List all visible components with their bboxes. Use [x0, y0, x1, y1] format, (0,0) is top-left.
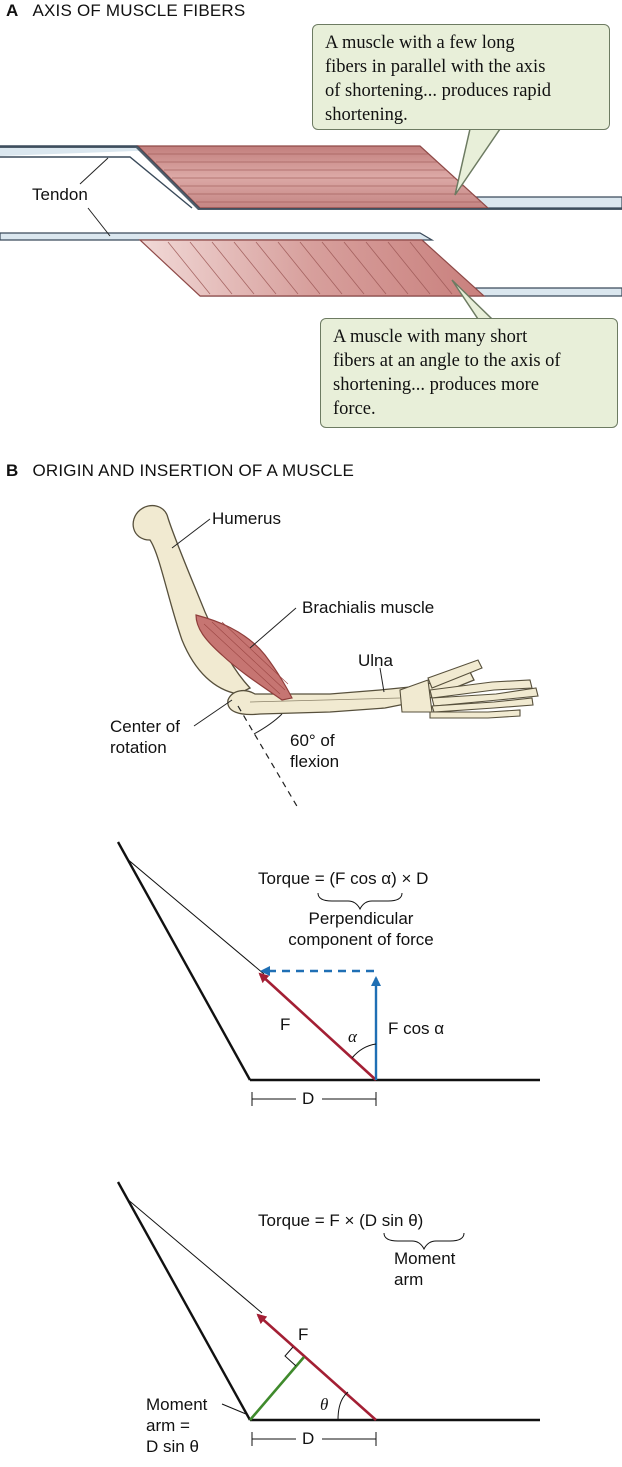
tendon-pointer-bottom: [87, 207, 111, 237]
callout-top-line-3: of shortening... produces rapid: [325, 81, 552, 101]
torque-equation-2: Torque = F × (D sin θ): [258, 1211, 424, 1230]
tendon-label: Tendon: [32, 185, 88, 204]
moment-arm-brace-label: Moment arm: [394, 1248, 455, 1290]
arm-illustration: [132, 504, 539, 809]
center-of-rotation-label: Center of rotation: [110, 716, 180, 758]
brace-label-2-line-2: arm: [394, 1270, 424, 1289]
callout-bottom-line-4: force.: [333, 399, 376, 419]
center-label-line-2: rotation: [110, 738, 167, 757]
brachialis-label: Brachialis muscle: [302, 598, 435, 617]
moment-arm-label-line-3: D sin θ: [146, 1437, 199, 1456]
callout-bottom-line-3: shortening... produces more: [333, 375, 540, 395]
callout-bottom-line-1: A muscle with many short: [333, 327, 528, 347]
moment-arm-label-line-2: arm =: [146, 1416, 190, 1435]
alpha-angle-label: α: [348, 1027, 357, 1046]
torque-equation-1: Torque = (F cos α) × D: [258, 869, 429, 888]
moment-arm-label: Moment arm = D sin θ: [146, 1394, 207, 1457]
brace-label-1-line-2: component of force: [288, 930, 434, 949]
callout-top-line-2: fibers in parallel with the axis: [325, 57, 546, 77]
force-label-1: F: [280, 1015, 291, 1034]
flexion-label-line-1: 60° of: [290, 731, 335, 750]
callout-bottom-line-2: fibers at an angle to the axis of: [333, 351, 561, 371]
humerus-label: Humerus: [212, 509, 281, 528]
torque-diagram-2: [116, 1181, 540, 1446]
angled-fiber-muscle: [0, 232, 622, 297]
distance-label-1: D: [302, 1089, 315, 1108]
callout-top-line-4: shortening.: [325, 105, 408, 125]
section-a-header: A AXIS OF MUSCLE FIBERS: [6, 1, 245, 21]
callout-parallel-fibers: A muscle with a few long fibers in paral…: [312, 24, 610, 130]
callout-top-line-1: A muscle with a few long: [325, 33, 515, 53]
torque-diagram-1: [116, 841, 540, 1106]
moment-arm-label-line-1: Moment: [146, 1395, 208, 1414]
tendon-pointer-top: [79, 157, 109, 185]
section-a-title: AXIS OF MUSCLE FIBERS: [32, 1, 246, 20]
force-vector-2: [256, 1313, 377, 1421]
ulna-label: Ulna: [358, 651, 393, 670]
flexion-label-line-2: flexion: [290, 752, 340, 771]
section-a-letter: A: [6, 1, 19, 20]
force-vector-1: [258, 972, 377, 1081]
center-label-line-1: Center of: [110, 717, 180, 736]
section-b-title: ORIGIN AND INSERTION OF A MUSCLE: [32, 461, 355, 480]
section-b-letter: B: [6, 461, 19, 480]
component-label: F cos α: [388, 1019, 445, 1038]
callout-angled-fibers: A muscle with many short fibers at an an…: [320, 318, 618, 428]
perpendicular-component-label: Perpendicular component of force: [278, 908, 444, 950]
flexion-label: 60° of flexion: [290, 730, 339, 772]
brace-label-2-line-1: Moment: [394, 1249, 456, 1268]
section-b-header: B ORIGIN AND INSERTION OF A MUSCLE: [6, 461, 354, 481]
force-label-2: F: [298, 1325, 309, 1344]
moment-arm-line: [249, 1356, 305, 1421]
parallel-fiber-muscle: [0, 145, 622, 210]
callout-top-tail: [454, 128, 502, 196]
brace-label-1-line-1: Perpendicular: [308, 909, 414, 928]
theta-angle-label: θ: [320, 1395, 329, 1414]
distance-label-2: D: [302, 1429, 315, 1448]
